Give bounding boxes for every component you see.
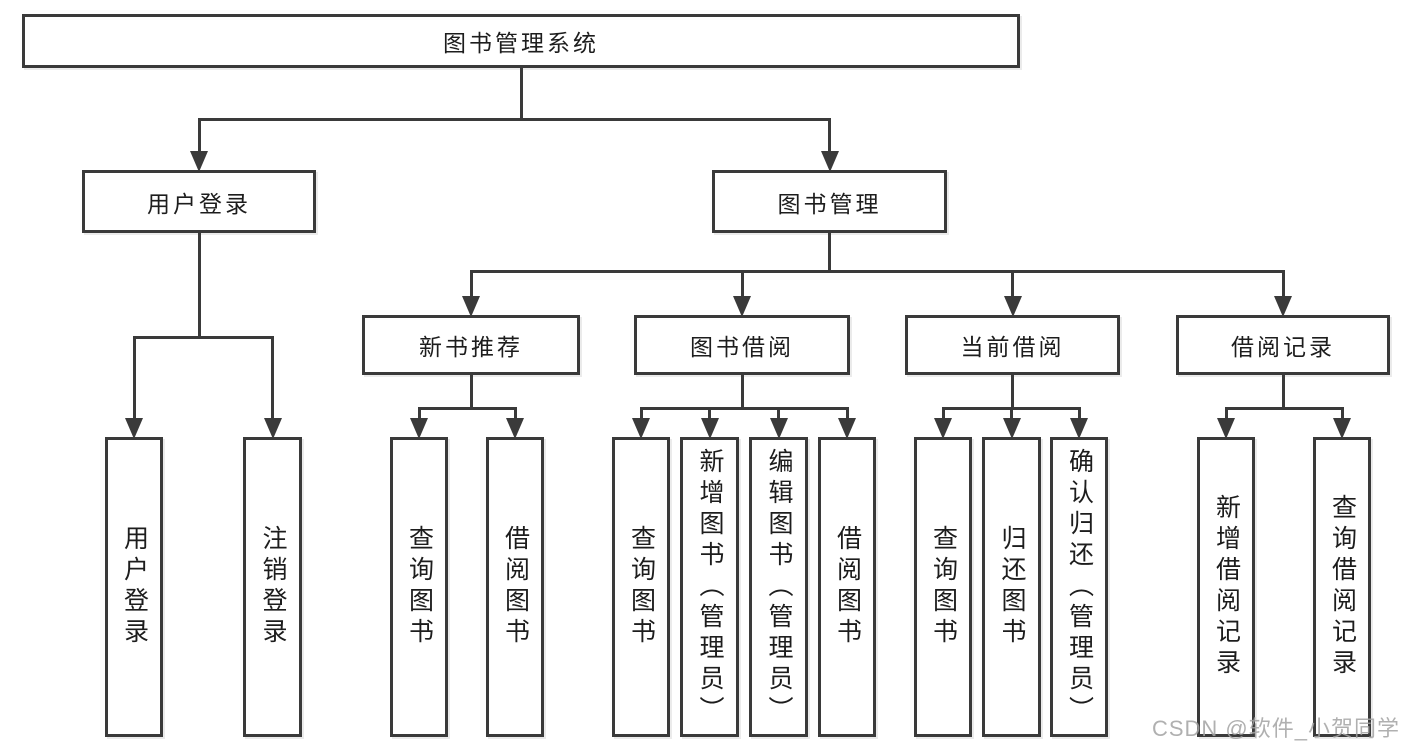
- connector-line: [1340, 407, 1344, 425]
- connector-line: [197, 118, 201, 158]
- connector-line: [1281, 375, 1285, 410]
- arrow-down-icon: [1333, 418, 1351, 439]
- connector-line: [417, 407, 421, 425]
- node-bb-query: 查询图书: [612, 437, 670, 737]
- node-logout: 注销登录: [243, 437, 302, 737]
- node-current-borrow: 当前借阅: [905, 315, 1120, 375]
- node-root: 图书管理系统: [22, 14, 1020, 68]
- connector-line: [1011, 375, 1014, 410]
- node-cb-confirm: 确认归还（管理员）: [1050, 437, 1108, 737]
- csdn-watermark: CSDN @软件_小贺同学: [1151, 716, 1400, 741]
- arrow-down-icon: [1217, 418, 1235, 439]
- connector-line: [828, 118, 831, 158]
- connector-line: [1011, 270, 1014, 303]
- connector-line: [639, 407, 643, 425]
- node-br-query: 查询借阅记录: [1313, 437, 1371, 737]
- arrow-down-icon: [263, 418, 282, 439]
- arrow-down-icon: [462, 296, 480, 317]
- node-borrow-record: 借阅记录: [1176, 315, 1390, 375]
- connector-line: [708, 407, 711, 425]
- connector-line: [519, 68, 523, 121]
- node-new-book-rec: 新书推荐: [362, 315, 580, 375]
- arrow-down-icon: [934, 418, 952, 439]
- node-label-current-borrow: 当前借阅: [960, 334, 1065, 360]
- connector-line: [740, 270, 744, 303]
- arrow-down-icon: [125, 418, 143, 439]
- arrow-down-icon: [1070, 418, 1088, 439]
- arrow-down-icon: [190, 151, 208, 172]
- arrow-down-icon: [838, 418, 856, 439]
- node-label-borrow-record: 借阅记录: [1231, 334, 1335, 360]
- arrow-down-icon: [410, 418, 428, 439]
- connector-line: [513, 407, 517, 425]
- connector-line: [777, 407, 780, 425]
- node-bb-borrow: 借阅图书: [818, 437, 876, 737]
- connector-line: [197, 233, 201, 339]
- node-rec-query: 查询图书: [390, 437, 448, 737]
- connector-line: [469, 375, 473, 410]
- node-book-mgmt: 图书管理: [712, 170, 947, 233]
- node-label-new-book-rec: 新书推荐: [419, 334, 523, 360]
- node-bb-edit: 编辑图书（管理员）: [749, 437, 808, 737]
- node-label-cb-query: 查询图书: [929, 525, 958, 649]
- connector-line: [941, 407, 945, 425]
- connector-line: [271, 336, 274, 425]
- node-label-book-borrow: 图书借阅: [690, 334, 794, 360]
- node-bb-add: 新增图书（管理员）: [680, 437, 739, 737]
- node-label-cb-return: 归还图书: [998, 525, 1026, 649]
- node-label-cb-confirm: 确认归还（管理员）: [1065, 447, 1094, 727]
- node-label-root: 图书管理系统: [443, 30, 599, 56]
- arrow-down-icon: [632, 418, 650, 439]
- node-label-bb-borrow: 借阅图书: [833, 525, 862, 649]
- connector-line: [469, 270, 473, 303]
- node-label-logout: 注销登录: [259, 525, 287, 649]
- connector-line: [828, 233, 831, 273]
- arrow-down-icon: [733, 296, 751, 317]
- connector-line: [1077, 407, 1081, 425]
- node-br-add: 新增借阅记录: [1197, 437, 1255, 737]
- node-label-book-mgmt: 图书管理: [777, 190, 882, 217]
- node-cb-return: 归还图书: [982, 437, 1041, 737]
- arrow-down-icon: [820, 151, 839, 172]
- node-label-rec-query: 查询图书: [405, 525, 434, 649]
- node-cb-query: 查询图书: [914, 437, 972, 737]
- node-label-br-query: 查询借阅记录: [1328, 494, 1357, 680]
- node-label-user-login: 用户登录: [147, 190, 251, 217]
- node-label-login: 用户登录: [120, 525, 149, 649]
- arrow-down-icon: [700, 418, 719, 439]
- node-label-bb-add: 新增图书（管理员）: [696, 447, 724, 727]
- connector-line: [132, 336, 136, 425]
- node-label-rec-borrow: 借阅图书: [501, 525, 530, 649]
- connector-line: [469, 270, 1285, 273]
- node-rec-borrow: 借阅图书: [486, 437, 544, 737]
- node-login: 用户登录: [105, 437, 163, 737]
- connector-line: [1224, 407, 1228, 425]
- arrow-down-icon: [1003, 296, 1022, 317]
- connector-line: [1224, 407, 1344, 410]
- arrow-down-icon: [1002, 418, 1021, 439]
- connector-line: [132, 336, 274, 339]
- node-label-br-add: 新增借阅记录: [1212, 494, 1241, 680]
- node-book-borrow: 图书借阅: [634, 315, 850, 375]
- connector-line: [740, 375, 744, 410]
- connector-line: [1281, 270, 1285, 303]
- arrow-down-icon: [1274, 296, 1292, 317]
- node-label-bb-edit: 编辑图书（管理员）: [765, 447, 793, 727]
- arrow-down-icon: [769, 418, 788, 439]
- connector-line: [197, 118, 831, 121]
- connector-line: [845, 407, 849, 425]
- node-label-bb-query: 查询图书: [627, 525, 656, 649]
- connector-line: [1010, 407, 1013, 425]
- connector-line: [417, 407, 517, 410]
- node-user-login: 用户登录: [82, 170, 316, 233]
- connector-line: [639, 407, 849, 410]
- arrow-down-icon: [506, 418, 524, 439]
